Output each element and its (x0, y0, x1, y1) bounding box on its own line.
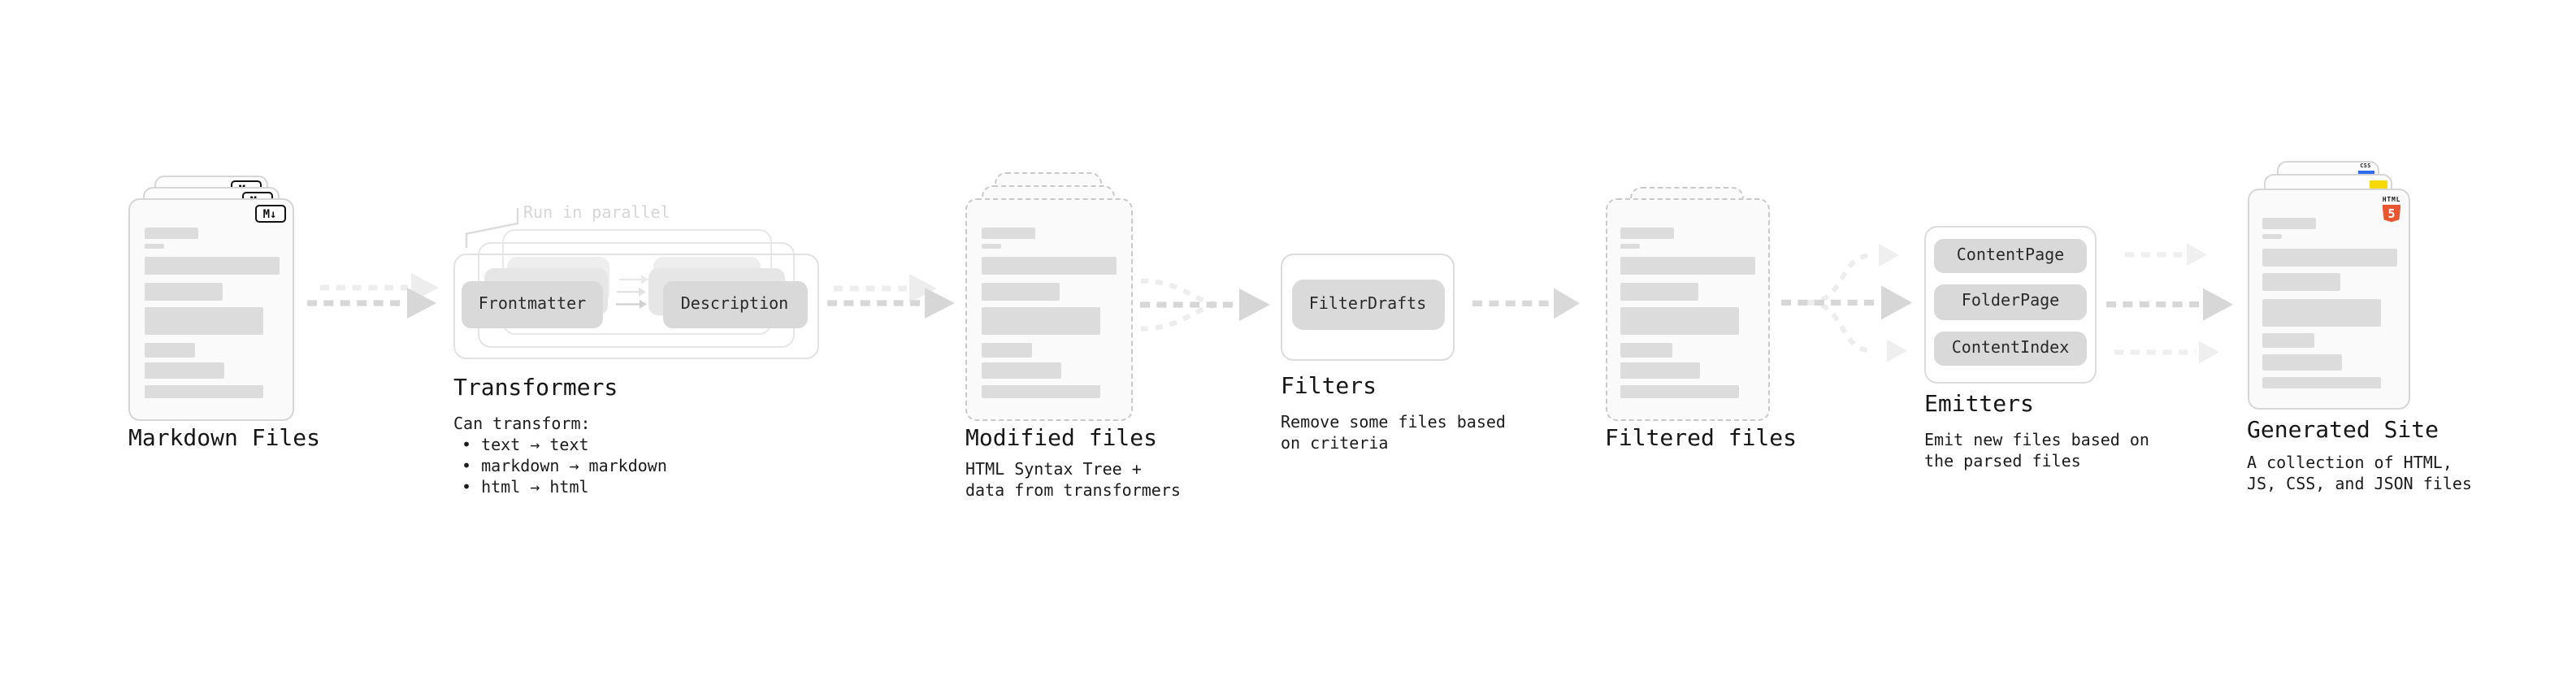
html5-shield: 5 (2382, 204, 2401, 223)
filters-title: Filters (1281, 373, 1377, 399)
doc-text-bar (144, 342, 195, 357)
filtered-files-label: Filtered files (1605, 426, 1798, 452)
doc-text-bar (144, 282, 222, 300)
arrow-filters-to-filtered (1472, 288, 1580, 319)
doc-text-bars (1620, 227, 1755, 397)
transformer-run-outline-front (453, 254, 819, 359)
emitter-contentpage-box: ContentPage (1934, 238, 2087, 273)
doc-text-bar (981, 227, 1034, 238)
doc-text-bars (981, 227, 1116, 397)
js-file-icon (2370, 180, 2387, 189)
doc-text-bar (144, 257, 279, 275)
doc-text-bar (2262, 273, 2340, 291)
emitters-caption: Emit new files based on the parsed files (1924, 432, 2149, 472)
doc-text-bar (2262, 333, 2314, 348)
filtered-file-card (1605, 197, 1770, 420)
transformers-caption: Can transform: (453, 415, 591, 433)
doc-text-bar (144, 362, 223, 379)
doc-text-bars (144, 227, 279, 397)
doc-text-bar (981, 362, 1060, 379)
doc-text-bars (2262, 218, 2397, 388)
arrow-emitters-to-site (2106, 243, 2233, 364)
markdown-file-card: M↓ (128, 197, 294, 420)
doc-text-bar (981, 257, 1116, 275)
markdown-icon: M↓ (254, 205, 285, 222)
doc-text-bar (1620, 227, 1674, 238)
markdown-files-label: Markdown Files (128, 426, 321, 452)
transformer-description-box: Description (662, 280, 807, 327)
doc-text-bar (2262, 218, 2316, 229)
transformer-frontmatter-box: Frontmatter (462, 280, 603, 327)
doc-text-bar (2262, 234, 2282, 239)
transformers-bullet: • markdown → markdown (462, 458, 667, 476)
doc-text-bar (144, 385, 262, 397)
doc-text-bar (2262, 248, 2397, 266)
modified-files-label: Modified files (965, 426, 1158, 452)
doc-text-bar (1620, 342, 1672, 357)
arrow-filtered-to-emitters (1781, 244, 1912, 362)
doc-text-bar (2262, 298, 2381, 326)
transformers-bullet: • html → html (462, 479, 589, 498)
doc-text-bar (981, 282, 1059, 300)
css-icon-underline (2357, 171, 2374, 174)
doc-text-bar (2262, 354, 2342, 370)
html5-icon: HTML 5 (2381, 194, 2402, 223)
doc-text-bar (144, 307, 262, 335)
filters-caption: Remove some files based on criteria (1281, 414, 1506, 453)
arrow-markdown-to-transformers (307, 273, 439, 319)
doc-text-bar (1620, 385, 1739, 397)
emitter-folderpage-box: FolderPage (1934, 284, 2087, 319)
doc-text-bar (981, 342, 1032, 357)
run-in-parallel-annotation: Run in parallel (523, 204, 670, 222)
html-file-card: HTML 5 (2247, 189, 2410, 410)
doc-text-bar (1620, 282, 1698, 300)
css-icon-label: CSS (2360, 163, 2371, 169)
transformers-bullet: • text → text (462, 436, 589, 455)
filter-drafts-box: FilterDrafts (1291, 279, 1444, 329)
doc-text-bar (144, 243, 163, 248)
emitter-contentindex-box: ContentIndex (1934, 331, 2087, 366)
arrow-transformers-to-modified (827, 274, 955, 319)
generated-site-label: Generated Site (2247, 418, 2439, 444)
doc-text-bar (144, 227, 197, 238)
modified-file-card (965, 197, 1133, 420)
doc-text-bar (1620, 307, 1739, 335)
doc-text-bar (1620, 257, 1755, 275)
modified-files-caption: HTML Syntax Tree + data from transformer… (965, 461, 1181, 501)
doc-text-bar (1620, 243, 1640, 248)
generated-site-caption: A collection of HTML, JS, CSS, and JSON … (2247, 454, 2472, 494)
emitters-title: Emitters (1924, 392, 2034, 418)
css-file-icon: CSS (2357, 163, 2374, 174)
doc-text-bar (2262, 376, 2381, 388)
arrow-modified-to-filters (1140, 278, 1270, 332)
transformers-title: Transformers (453, 375, 618, 401)
doc-text-bar (1620, 362, 1700, 379)
doc-text-bar (981, 307, 1099, 335)
doc-text-bar (981, 385, 1099, 397)
html5-icon-label: HTML (2382, 194, 2401, 202)
doc-text-bar (981, 243, 1000, 248)
